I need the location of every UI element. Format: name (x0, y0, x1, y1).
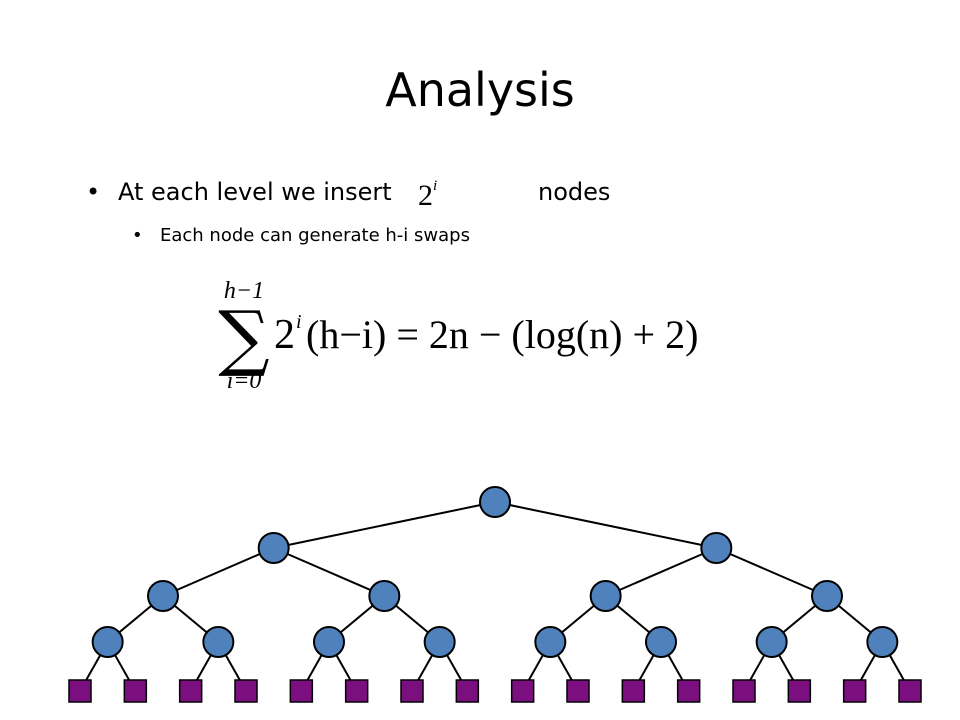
tree-leaf (68, 679, 92, 703)
tree-leaf (898, 679, 922, 703)
tree-node (423, 626, 456, 658)
sum-lower-limit: i=0 (227, 368, 262, 394)
tree-node (866, 626, 899, 658)
tree-edge (273, 501, 496, 549)
formula-base: 2 (274, 312, 295, 358)
tree-edge (273, 547, 385, 597)
tree-node (534, 626, 567, 658)
subbullet-text: Each node can generate h-i swaps (160, 225, 470, 246)
tree-node (755, 626, 788, 658)
sum-upper-limit: h−1 (224, 278, 264, 304)
binary-tree-diagram (68, 486, 922, 703)
tree-leaf (178, 679, 203, 703)
tree-leaf (234, 679, 258, 703)
tree-node (202, 626, 235, 658)
tree-edge (605, 547, 717, 597)
tree-leaf (400, 679, 424, 703)
tree-edge (494, 501, 717, 549)
tree-node (811, 580, 843, 612)
tree-leaf (787, 679, 812, 703)
bullet-text-before: At each level we insert (118, 178, 392, 206)
tree-node (257, 532, 290, 564)
tree-node (91, 626, 124, 658)
tree-leaf (510, 679, 535, 703)
inline-math-2-power-i: 2i (418, 170, 437, 216)
tree-node (147, 580, 179, 612)
tree-leaf (289, 679, 314, 703)
tree-leaf (455, 679, 480, 703)
subbullet-marker: • (132, 225, 143, 246)
tree-node (645, 626, 677, 658)
formula-exponent: i (296, 311, 302, 333)
tree-leaf (732, 679, 756, 703)
summation-formula: h−1 ∑ i=0 2 i (h−i) = 2n − (log(n) + 2) (218, 278, 698, 394)
math-exponent: i (433, 178, 438, 194)
sum-symbol: ∑ (218, 295, 269, 379)
tree-node (700, 532, 733, 564)
tree-leaf (621, 679, 646, 703)
tree-leaf (123, 679, 148, 703)
tree-node (313, 626, 345, 658)
tree-leaf (842, 679, 867, 703)
tree-edge (162, 547, 275, 597)
formula-rhs: (h−i) = 2n − (log(n) + 2) (306, 312, 698, 357)
bullet-text-after: nodes (538, 178, 611, 206)
tree-node (479, 486, 511, 518)
tree-edge (715, 547, 828, 597)
tree-leaf (566, 679, 590, 703)
tree-leaf (344, 679, 369, 703)
tree-node (589, 580, 622, 612)
tree-leaf (676, 679, 701, 703)
tree-node (368, 580, 401, 612)
bullet-marker: • (86, 178, 101, 206)
slide-title: Analysis (385, 63, 575, 117)
math-base: 2 (418, 179, 433, 212)
